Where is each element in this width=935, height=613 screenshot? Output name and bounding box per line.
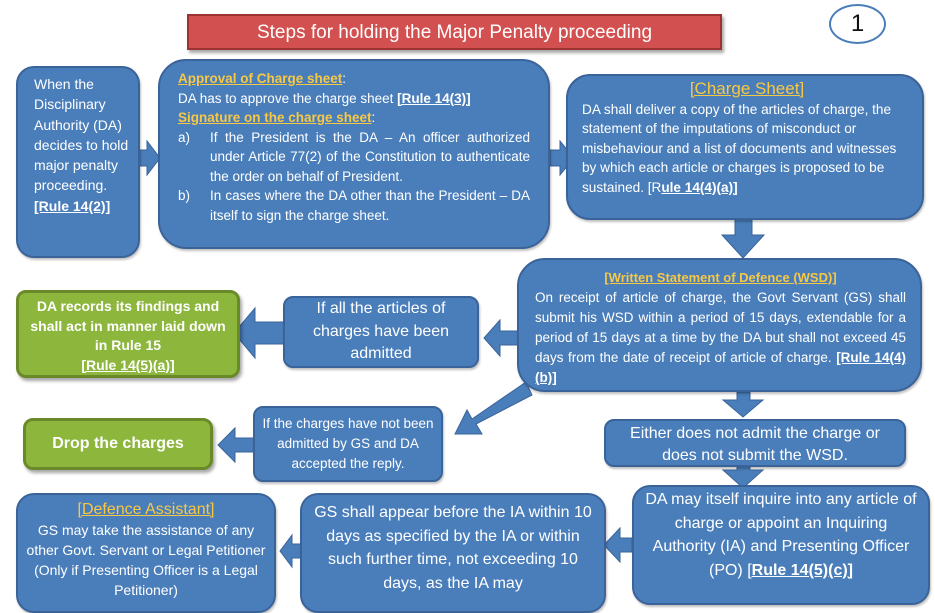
wsd-text: On receipt of article of charge, the Gov… [535, 290, 906, 365]
either-text: Either does not admit the charge or does… [630, 425, 880, 464]
approval-heading: Approval of Charge sheet [178, 71, 343, 86]
wsd-heading: [Written Statement of Defence (WSD)] [604, 270, 837, 285]
arrow-right-icon [136, 139, 161, 177]
drop-charges-text: Drop the charges [52, 435, 184, 452]
da-inquire-box: DA may itself inquire into any article o… [632, 485, 930, 605]
page-number-badge: 1 [829, 4, 886, 44]
heading-colon: : [371, 110, 376, 125]
list-marker: a) [178, 129, 191, 145]
arrow-down-icon [720, 216, 766, 259]
arrow-diagonal-icon [454, 381, 533, 435]
arrow-left-icon [217, 426, 256, 464]
rule-reference: [Rule 14(2)] [34, 197, 111, 214]
drop-charges-box: Drop the charges [23, 418, 213, 470]
start-step-text: When the Disciplinary Authority (DA) dec… [34, 76, 129, 194]
da-records-text: DA records its findings and shall act in… [30, 298, 226, 353]
rule-reference: [Rule 14(5)(a)] [81, 356, 175, 373]
defence-assistant-text: GS may take the assistance of any other … [26, 522, 266, 598]
approval-step-box: Approval of Charge sheet: DA has to appr… [158, 59, 550, 249]
list-item: b) In cases where the DA other than the … [178, 186, 530, 225]
arrow-left-icon [279, 533, 303, 569]
arrow-left-icon [603, 526, 633, 564]
defence-assistant-heading: [Defence Assistant] [77, 501, 215, 518]
signature-heading: Signature on the charge sheet [178, 110, 372, 125]
defence-assistant-box: [Defence Assistant] GS may take the assi… [16, 493, 276, 613]
gs-appear-text: GS shall appear before the IA within 10 … [314, 504, 592, 592]
rule-reference: [Rule 14(4)(b)] [535, 350, 906, 385]
all-admitted-box: If all the articles of charges have been… [283, 296, 479, 368]
approval-line: DA has to approve the charge sheet [178, 90, 398, 106]
da-inquire-text: DA may itself inquire into any article o… [645, 491, 917, 579]
list-text: If the President is the DA – An officer … [210, 129, 530, 184]
arrow-left-icon [483, 318, 519, 358]
charge-sheet-text: DA shall deliver a copy of the articles … [582, 101, 897, 195]
rule-reference: Rule 14(5)(c)] [751, 561, 854, 579]
diagram-title: Steps for holding the Major Penalty proc… [187, 14, 722, 50]
either-box: Either does not admit the charge or does… [604, 419, 906, 467]
charge-sheet-box: [Charge Sheet] DA shall deliver a copy o… [566, 74, 924, 220]
not-admitted-box: If the charges have not been admitted by… [253, 406, 443, 482]
gs-appear-box: GS shall appear before the IA within 10 … [300, 493, 606, 613]
list-text: In cases where the DA other than the Pre… [210, 188, 530, 223]
not-admitted-text: If the charges have not been admitted by… [262, 416, 434, 471]
arrow-down-icon [721, 391, 765, 418]
arrow-left-icon [233, 306, 286, 360]
list-item: a) If the President is the DA – An offic… [178, 128, 530, 187]
heading-colon: : [342, 71, 347, 86]
list-marker: b) [178, 188, 191, 203]
rule-reference: [Rule 14(3)] [397, 90, 471, 106]
charge-sheet-heading: [Charge Sheet] [689, 79, 805, 98]
da-records-findings-box: DA records its findings and shall act in… [16, 290, 240, 378]
wsd-box: [Written Statement of Defence (WSD)] On … [517, 258, 922, 392]
rule-reference: ule 14(4)(a)] [661, 179, 738, 195]
all-admitted-text: If all the articles of charges have been… [312, 300, 450, 363]
start-step-box: When the Disciplinary Authority (DA) dec… [16, 66, 140, 258]
